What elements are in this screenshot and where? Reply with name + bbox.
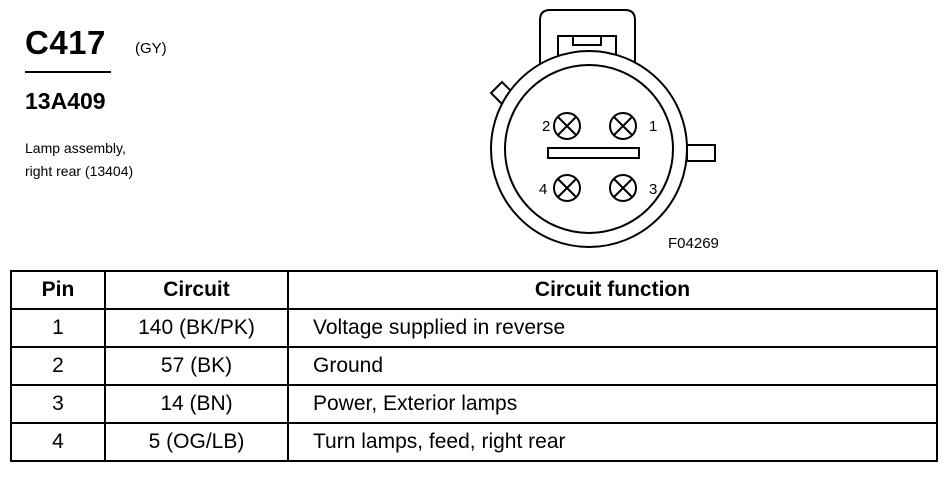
pinout-table: Pin Circuit Circuit function 1 140 (BK/P… xyxy=(10,270,938,462)
function-cell: Power, Exterior lamps xyxy=(287,384,938,424)
connector-face-diagram: 2 1 4 3 F04269 xyxy=(489,9,719,252)
table-row: 4 5 (OG/LB) Turn lamps, feed, right rear xyxy=(10,422,938,462)
function-cell: Voltage supplied in reverse xyxy=(287,308,938,348)
pin-1-label: 1 xyxy=(649,118,657,135)
pin-cell: 3 xyxy=(10,384,106,424)
table-row: 3 14 (BN) Power, Exterior lamps xyxy=(10,384,938,424)
pin-2-label: 2 xyxy=(542,118,550,135)
function-cell: Ground xyxy=(287,346,938,386)
function-cell: Turn lamps, feed, right rear xyxy=(287,422,938,462)
table-header-row: Pin Circuit Circuit function xyxy=(10,270,938,310)
pin-1-terminal xyxy=(609,112,637,140)
figure-code: F04269 xyxy=(668,235,719,252)
circuit-cell: 57 (BK) xyxy=(104,346,289,386)
column-header-function: Circuit function xyxy=(287,270,938,310)
part-number: 13A409 xyxy=(25,88,106,114)
lock-tab-latch xyxy=(572,35,602,46)
connector-key-right xyxy=(686,144,716,162)
column-header-circuit: Circuit xyxy=(104,270,289,310)
description-line-1: Lamp assembly, xyxy=(25,140,126,156)
column-header-pin: Pin xyxy=(10,270,106,310)
pin-4-terminal xyxy=(553,174,581,202)
connector-center-bar xyxy=(547,147,640,159)
pin-cell: 4 xyxy=(10,422,106,462)
pin-3-terminal xyxy=(609,174,637,202)
pin-2-terminal xyxy=(553,112,581,140)
connector-color: (GY) xyxy=(135,40,167,57)
pin-cell: 2 xyxy=(10,346,106,386)
connector-id: C417 xyxy=(25,24,106,61)
pin-4-label: 4 xyxy=(539,181,547,198)
table-row: 2 57 (BK) Ground xyxy=(10,346,938,386)
pin-cell: 1 xyxy=(10,308,106,348)
table-row: 1 140 (BK/PK) Voltage supplied in revers… xyxy=(10,308,938,348)
circuit-cell: 5 (OG/LB) xyxy=(104,422,289,462)
pin-3-label: 3 xyxy=(649,181,657,198)
description-line-2: right rear (13404) xyxy=(25,163,134,179)
connector-id-underline xyxy=(25,71,111,73)
circuit-cell: 140 (BK/PK) xyxy=(104,308,289,348)
circuit-cell: 14 (BN) xyxy=(104,384,289,424)
